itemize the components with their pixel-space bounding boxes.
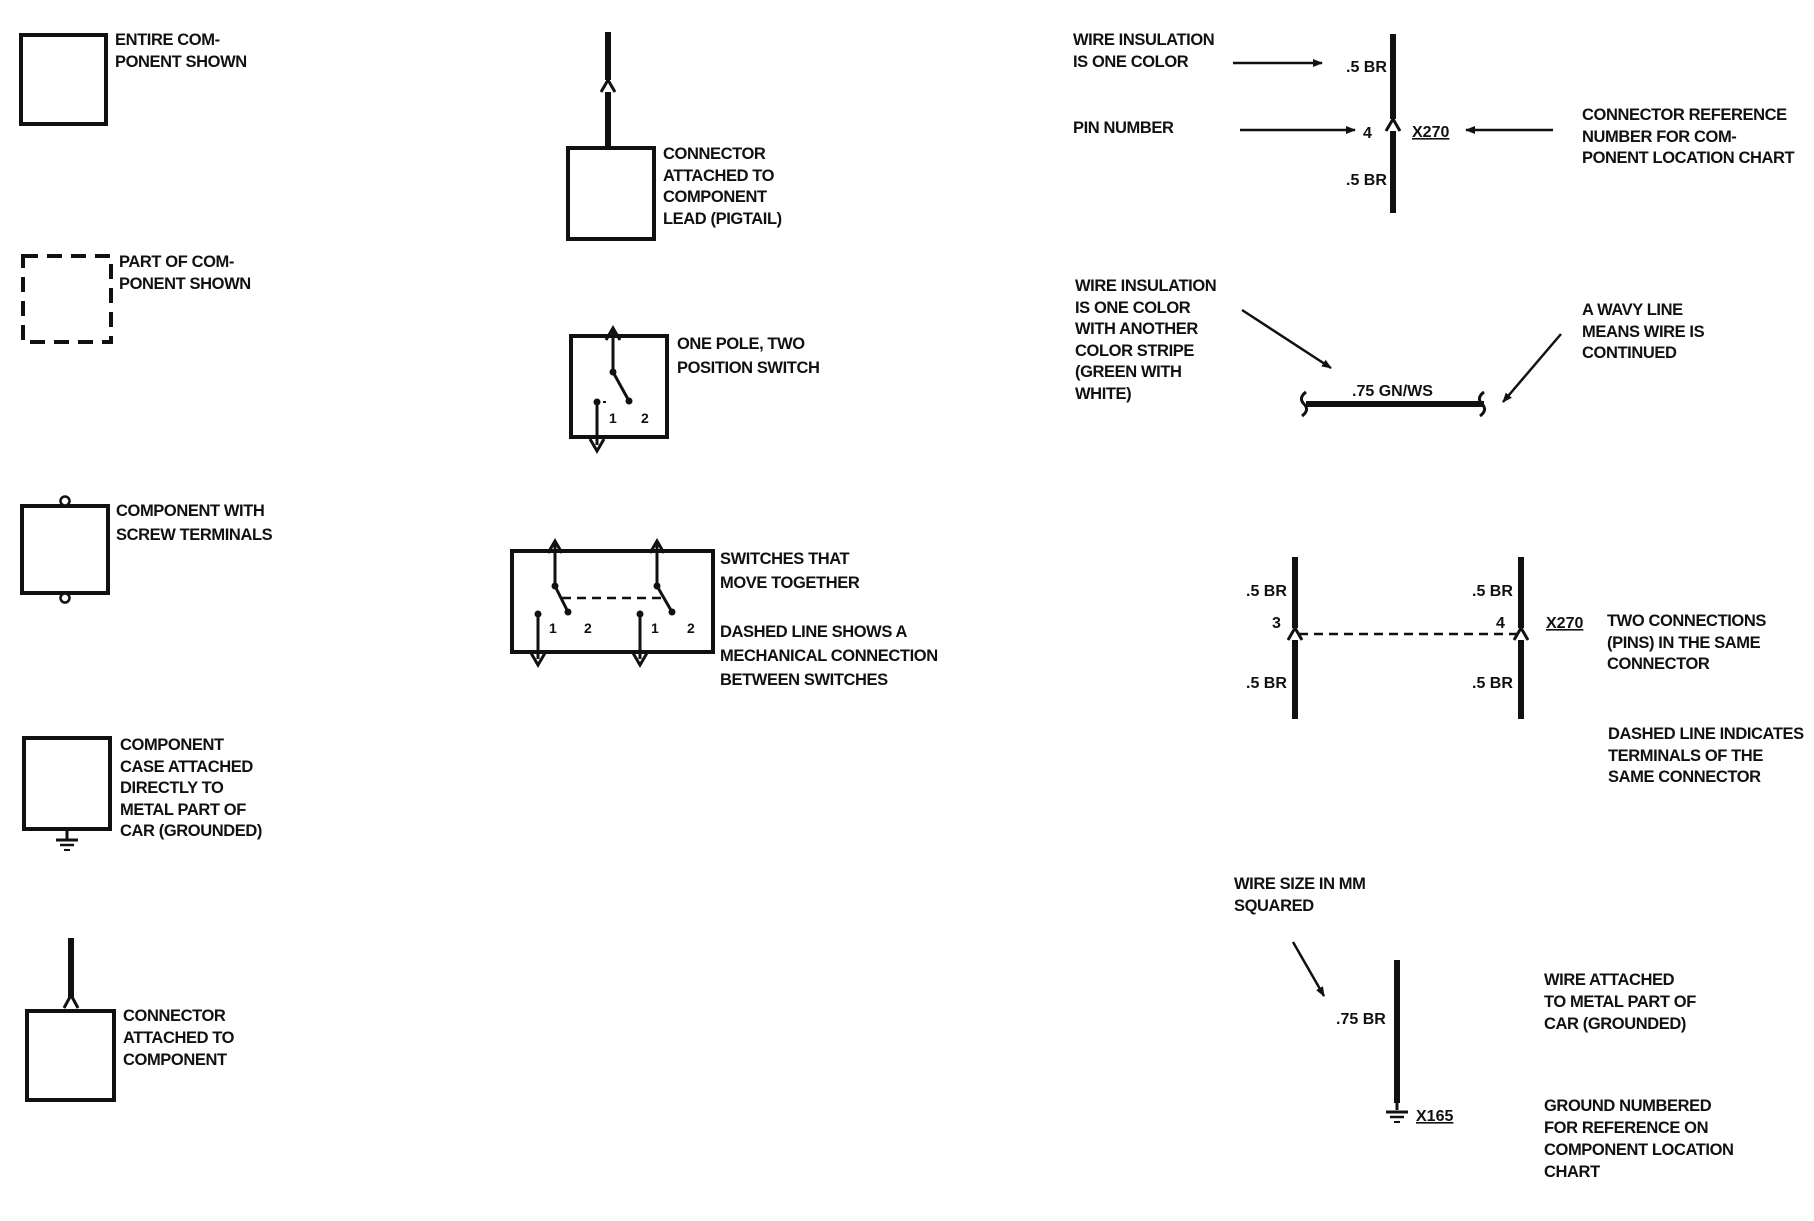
switch-b-pos-1: 1: [651, 620, 659, 636]
grounded-wire-symbol: .75 BR X165: [1291, 941, 1453, 1125]
wire-pin-symbol: .5 BR 4 X270 .5 BR: [1233, 34, 1553, 213]
grounded-case-component-symbol: [22, 736, 112, 851]
pin-number-value: 4: [1363, 125, 1372, 142]
ground-reference-x165: X165: [1416, 1108, 1453, 1125]
entire-component-label: ENTIRE COM-PONENT SHOWN: [115, 31, 247, 71]
left-pin-wire-bottom: .5 BR: [1246, 675, 1287, 692]
one-pole-switch-symbol: 1 2: [569, 325, 669, 454]
switch-a-pos-2: 2: [584, 620, 592, 636]
right-pin-wire-bottom: .5 BR: [1472, 675, 1513, 692]
screw-terminal-component-symbol: [20, 495, 110, 604]
connector-pigtail-symbol: [566, 32, 656, 241]
switch-pos-2: 2: [641, 410, 649, 426]
entire-component-symbol: [19, 33, 108, 126]
part-of-component-label: PART OF COM-PONENT SHOWN: [119, 253, 251, 293]
ganged-switches-symbol: 1 2 1 2: [510, 538, 715, 668]
striped-wire-label: .75 GN/WS: [1352, 383, 1433, 400]
striped-wire-symbol: .75 GN/WS: [1241, 308, 1562, 418]
right-pin-number: 4: [1496, 615, 1505, 632]
left-pin-number: 3: [1272, 615, 1281, 632]
wire-size-color-bottom: .5 BR: [1346, 172, 1387, 189]
connector-attached-to-component-symbol: [25, 938, 116, 1102]
wire-size-color-top: .5 BR: [1346, 59, 1387, 76]
two-pin-connector-x270: X270: [1546, 615, 1583, 632]
connector-reference-x270: X270: [1412, 124, 1449, 141]
switch-b-pos-2: 2: [687, 620, 695, 636]
switch-pos-1: 1: [609, 410, 617, 426]
two-pin-connector-symbol: .5 BR 3 .5 BR .5 BR 4 X270 .5 BR: [1246, 557, 1583, 719]
left-pin-wire-top: .5 BR: [1246, 583, 1287, 600]
pin-number-label: PIN NUMBER: [1073, 119, 1174, 137]
right-pin-wire-top: .5 BR: [1472, 583, 1513, 600]
part-of-component-symbol: [21, 254, 113, 344]
grounded-wire-size: .75 BR: [1336, 1011, 1386, 1028]
switch-a-pos-1: 1: [549, 620, 557, 636]
